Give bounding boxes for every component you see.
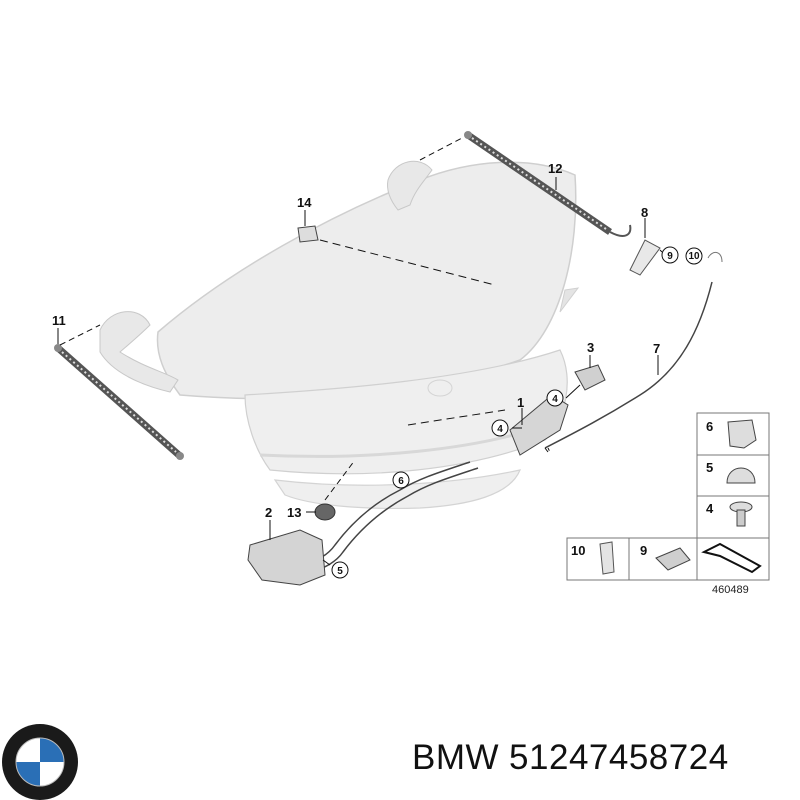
callout-14: 14 (297, 195, 312, 210)
legend-label-5: 5 (706, 460, 713, 475)
legend-screw-4 (729, 501, 753, 527)
hinge-right (387, 160, 433, 211)
lock-2-part (247, 529, 326, 586)
legend-label-10: 10 (571, 543, 585, 558)
clip-10-part (707, 252, 723, 263)
callout-13: 13 (287, 505, 301, 520)
handle-1-part (509, 394, 569, 456)
callout-10: 10 (688, 251, 700, 262)
legend-label-4: 4 (706, 501, 714, 516)
callout-7: 7 (653, 341, 660, 356)
leader-lines (57, 137, 663, 566)
callout-12: 12 (548, 161, 562, 176)
brand-name: BMW (412, 738, 500, 777)
legend-arrow-icon (701, 542, 762, 574)
bowden-cable-7 (544, 281, 713, 449)
callout-8: 8 (641, 205, 648, 220)
callout-5: 5 (337, 566, 343, 577)
bracket-8 (629, 239, 661, 276)
callout-1: 1 (517, 395, 524, 410)
part-number: 51247458724 (509, 738, 729, 777)
release-cable-6 (304, 461, 471, 566)
callout-2: 2 (265, 505, 272, 520)
legend-clip-6 (727, 419, 757, 449)
legend (566, 412, 770, 581)
switch-3-part (574, 364, 606, 391)
callout-9: 9 (667, 251, 673, 262)
legend-clip-9 (655, 547, 691, 571)
trunk-lid (156, 161, 580, 510)
callout-3: 3 (587, 340, 594, 355)
callout-6: 6 (398, 476, 404, 487)
legend-label-9: 9 (640, 543, 647, 558)
callout-11: 11 (52, 313, 66, 328)
legend-cap-5 (726, 467, 756, 484)
diagram-ref-code: 460489 (712, 584, 749, 596)
legend-clip-10 (599, 541, 615, 575)
hinge-left (99, 311, 179, 393)
bmw-logo-icon (2, 724, 78, 800)
callout-4-a: 4 (552, 394, 558, 405)
circled-callouts (331, 246, 703, 579)
legend-label-6: 6 (706, 419, 713, 434)
buffer-14-part (297, 225, 319, 243)
gas-strut-left (54, 344, 184, 460)
gas-strut-right (464, 131, 632, 237)
callout-4-b: 4 (497, 424, 503, 435)
grommet-13-part (314, 503, 336, 521)
